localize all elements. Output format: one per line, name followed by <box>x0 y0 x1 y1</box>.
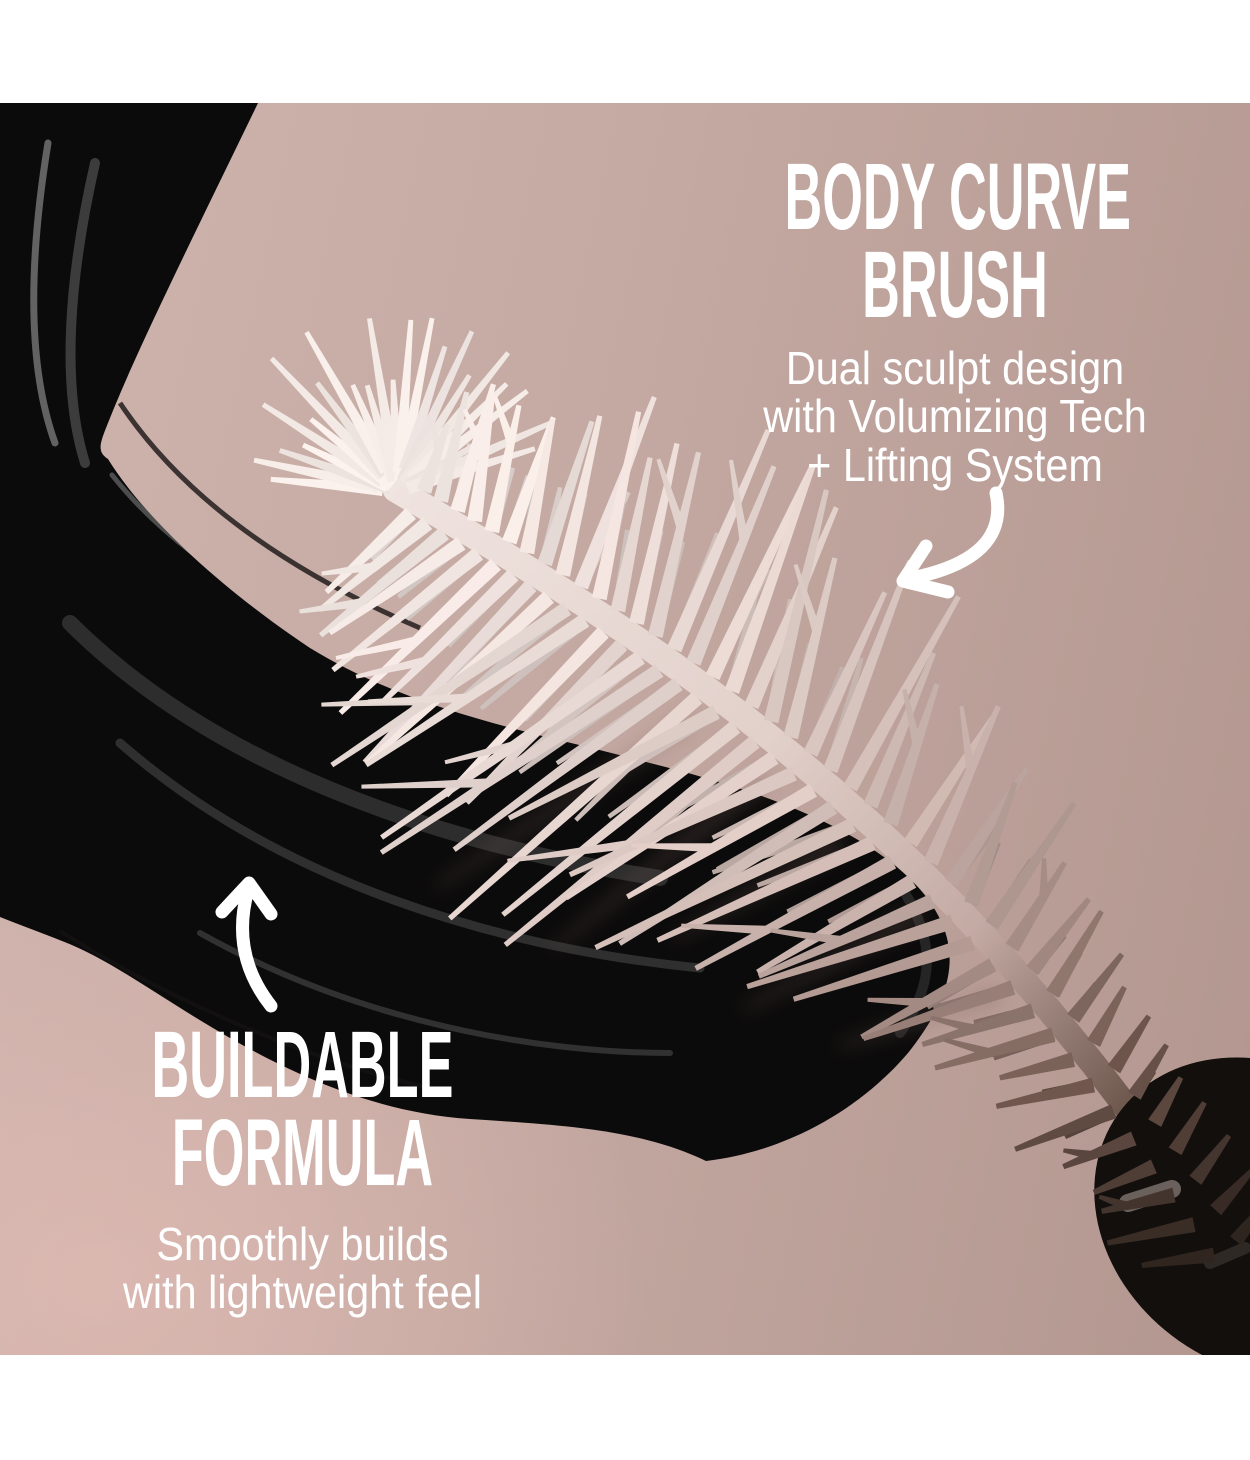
arrow-curved-up-icon <box>215 876 278 1013</box>
top-feature-title-line2: BRUSH <box>862 232 1048 339</box>
top-feature-description: Dual sculpt design with Volumizing Tech … <box>645 341 1250 492</box>
bottom-feature-title-line2: FORMULA <box>171 1100 434 1207</box>
bottom-feature-title-line1: BUILDABLE <box>151 1012 454 1118</box>
bottom-feature-desc-line2: with lightweight feel <box>122 1266 482 1319</box>
bottom-feature-title: BUILDABLE FORMULA <box>5 1012 600 1207</box>
top-feature-title: BODY CURVE BRUSH <box>645 144 1250 339</box>
top-white-band <box>0 0 1250 103</box>
bottom-feature-text: BUILDABLE FORMULA Smoothly builds with l… <box>5 1012 600 1319</box>
scene-graphic <box>0 103 1250 1355</box>
top-feature-text: BODY CURVE BRUSH Dual sculpt design with… <box>645 144 1250 492</box>
handle-highlight <box>1204 1242 1250 1269</box>
bottom-feature-description: Smoothly builds with lightweight feel <box>5 1217 600 1319</box>
bottom-feature-desc-line1: Smoothly builds <box>156 1217 449 1270</box>
top-feature-desc-line2: with Volumizing Tech <box>763 390 1147 443</box>
brush-spine <box>382 476 1238 1261</box>
artwork-background: BODY CURVE BRUSH Dual sculpt design with… <box>0 103 1250 1355</box>
bottom-white-band <box>0 1355 1250 1460</box>
top-feature-desc-line1: Dual sculpt design <box>785 341 1125 394</box>
brush-graphic <box>253 317 1250 1268</box>
top-feature-desc-line3: + Lifting System <box>807 439 1103 492</box>
stray-hair-strand <box>58 929 431 1090</box>
arrow-curved-down-left-icon <box>896 486 1005 599</box>
top-feature-title-line1: BODY CURVE <box>784 144 1131 250</box>
